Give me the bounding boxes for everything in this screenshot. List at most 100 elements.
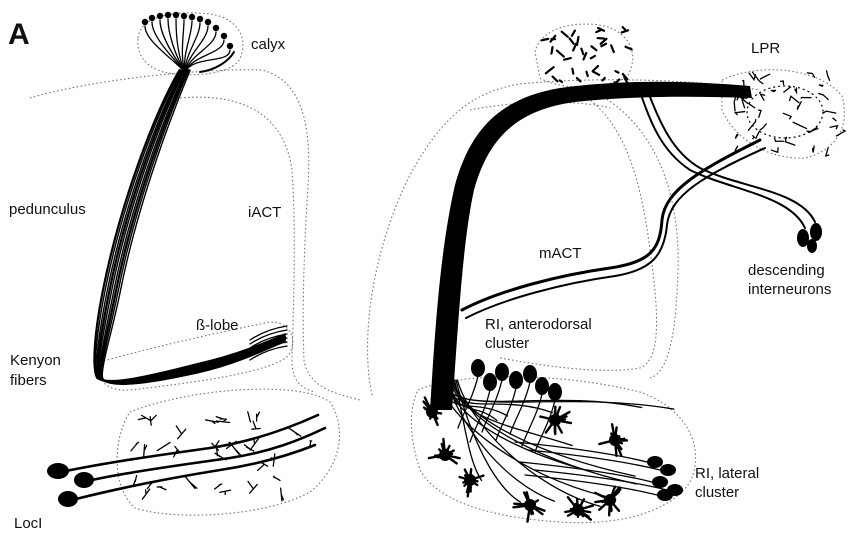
ri-arbor-tufts xyxy=(424,398,627,522)
ri-tuft-core xyxy=(524,499,536,511)
ri-lateral-soma xyxy=(647,456,663,468)
ri-lateral-soma xyxy=(660,464,676,476)
ri-anterodorsal-soma xyxy=(471,359,485,377)
lpr-branch xyxy=(760,124,766,130)
locl-branch xyxy=(138,415,150,420)
lpr-branch xyxy=(760,94,764,100)
right-calyx-branch xyxy=(572,69,573,74)
locl-dendritic-tree xyxy=(66,412,325,501)
calyx-knob xyxy=(197,16,203,22)
calyx-knob xyxy=(181,13,187,19)
right-inner-outline-2 xyxy=(600,95,678,378)
label-mact: mACT xyxy=(539,245,582,262)
label-ri-lateral-line-1: RI, lateral xyxy=(695,465,759,482)
lpr-branch xyxy=(826,148,829,156)
locl-branch xyxy=(220,490,231,494)
right-hemisphere-outline xyxy=(368,80,760,395)
ri-tuft-core xyxy=(604,494,616,506)
right-calyx-branch xyxy=(591,46,596,50)
ri-anterodorsal-soma xyxy=(523,365,537,383)
right-calyx-branch xyxy=(542,39,548,40)
locl-branch xyxy=(257,412,260,421)
locl-branch xyxy=(144,445,147,458)
right-calyx-branch xyxy=(581,49,583,55)
label-kenyon-line-1: Kenyon xyxy=(10,352,61,369)
lpr-branch xyxy=(753,136,755,139)
lpr-branch xyxy=(823,111,835,113)
right-calyx-branch xyxy=(622,30,628,32)
ri-anterodorsal-soma xyxy=(495,363,509,381)
left-hemisphere-outline xyxy=(30,70,360,400)
ri-lateral-somata xyxy=(515,442,683,501)
right-calyx-branch xyxy=(591,56,595,58)
locl-soma-3 xyxy=(58,491,78,507)
lpr-branch xyxy=(760,74,769,79)
descending-soma-2 xyxy=(810,223,822,241)
right-calyx-branch xyxy=(616,71,619,73)
ri-lateral-neurite xyxy=(520,462,652,482)
locl-branch xyxy=(215,484,222,489)
locl-branch xyxy=(150,415,156,425)
panel-label: A xyxy=(8,18,30,51)
mact-fiber-2 xyxy=(466,148,765,318)
lpr-branch xyxy=(735,112,744,115)
right-calyx-branch xyxy=(623,27,626,30)
lpr-branch xyxy=(771,148,778,152)
locl-branch xyxy=(174,446,180,456)
label-pedunculus: pedunculus xyxy=(9,201,86,218)
label-calyx: calyx xyxy=(251,36,286,53)
locl-branch xyxy=(157,442,170,450)
ri-tuft-core xyxy=(426,406,438,418)
locl-branch xyxy=(252,421,260,429)
ri-anterodorsal-neurite xyxy=(510,382,530,434)
ri-anterodorsal-soma xyxy=(483,373,497,391)
lpr-branch xyxy=(819,93,829,99)
locl-branch xyxy=(176,426,185,439)
ri-anterodorsal-soma xyxy=(535,377,549,395)
ri-fiber xyxy=(455,380,482,480)
lpr-branch xyxy=(785,137,795,145)
calyx-knob xyxy=(221,33,227,39)
lpr-branch xyxy=(795,88,797,92)
ri-tuft-core xyxy=(439,449,451,461)
label-lpr: LPR xyxy=(751,40,780,57)
calyx-knob xyxy=(213,25,219,31)
lpr-branch xyxy=(793,122,807,128)
lpr-branch xyxy=(735,134,738,138)
right-neurons xyxy=(430,27,845,410)
lpr-branch xyxy=(833,118,836,121)
calyx-knob xyxy=(149,15,155,21)
lpr-branch xyxy=(734,98,735,111)
calyx-knob xyxy=(205,19,211,25)
lpr-branch xyxy=(735,146,738,151)
right-calyx-branch xyxy=(560,80,562,82)
locl-neurons xyxy=(47,412,325,507)
lpr-branch xyxy=(771,90,776,91)
label-ri-lateral-line-2: cluster xyxy=(695,484,739,501)
lpr-branch xyxy=(783,113,791,118)
locl-branch xyxy=(142,489,149,499)
ri-lateral-soma xyxy=(657,489,673,501)
right-calyx-arbor xyxy=(542,27,632,84)
lpr-branch xyxy=(827,71,830,81)
locl-branch xyxy=(185,476,197,488)
locl-soma-1 xyxy=(47,463,69,479)
ri-tuft-core xyxy=(609,434,621,446)
mact-fiber-1 xyxy=(462,140,760,310)
calyx-knob xyxy=(189,14,195,20)
right-calyx-branch xyxy=(611,45,614,52)
right-calyx-branch xyxy=(557,51,564,57)
lpr-branch xyxy=(759,110,761,117)
calyx-knob xyxy=(165,12,171,18)
kenyon-neurons xyxy=(94,12,287,384)
locl-region-outline xyxy=(117,389,339,515)
locl-branch xyxy=(157,487,166,490)
right-calyx-branch xyxy=(562,32,568,37)
label-locl: LocI xyxy=(14,515,42,532)
label-descending-line-1: descending xyxy=(748,262,825,279)
label-ri-anterodorsal-line-2: cluster xyxy=(485,335,529,352)
right-calyx-branch xyxy=(551,47,552,53)
lpr-branch xyxy=(781,81,784,84)
right-calyx-branch xyxy=(570,38,574,43)
